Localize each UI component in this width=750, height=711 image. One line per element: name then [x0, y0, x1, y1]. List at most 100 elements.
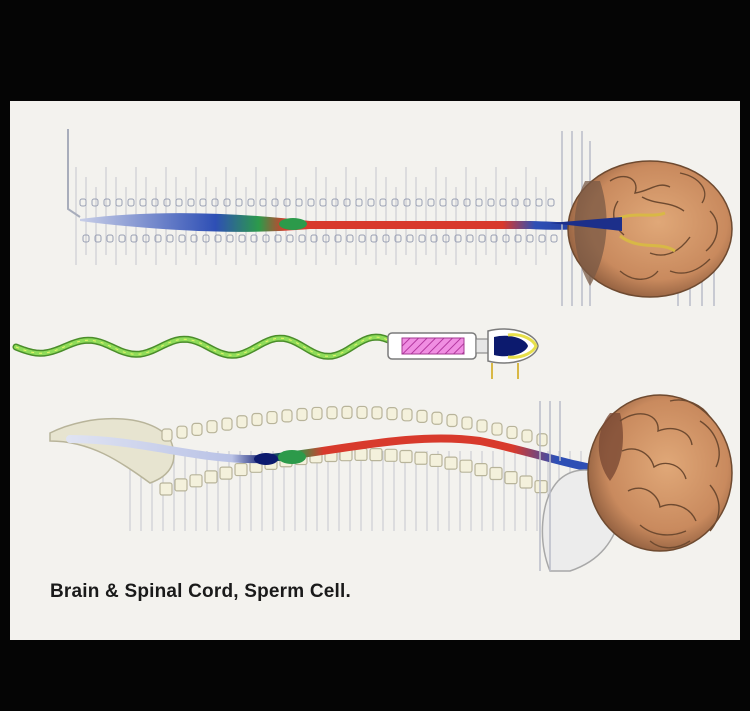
vertebra-dot	[166, 234, 174, 243]
vertebra-dot	[235, 198, 243, 207]
vertebra-dot	[283, 198, 291, 207]
vertebral-body	[429, 453, 443, 468]
vertebra-dot	[406, 234, 414, 243]
vertebra-dot	[286, 234, 294, 243]
vertebra-dot	[367, 198, 375, 207]
spinous-process	[401, 408, 413, 422]
side-sacrum	[49, 418, 175, 484]
side-spinous-processes	[161, 405, 548, 447]
vertebra-dot	[538, 234, 546, 243]
vertebra-dot	[106, 234, 114, 243]
vertebral-body	[504, 471, 518, 485]
top-spinal-cord	[80, 213, 622, 232]
spinous-process	[431, 411, 443, 425]
spinous-process	[266, 410, 278, 425]
gyrus	[609, 175, 671, 194]
sperm-acrosome	[507, 333, 538, 359]
spinous-process	[191, 422, 203, 436]
vertebra-dot	[331, 198, 339, 207]
vertebra-dot	[427, 198, 435, 207]
vertebra-dot	[274, 234, 282, 243]
vertebra-dot	[379, 198, 387, 207]
gyrus	[639, 524, 687, 536]
figure-caption: Brain & Spinal Cord, Sperm Cell.	[50, 581, 351, 602]
vertebra-dot	[511, 198, 519, 207]
vertebra-dot	[463, 198, 471, 207]
vertebra-dot	[115, 198, 123, 207]
sperm-midpiece	[401, 337, 465, 355]
brain-and-spinal-cord-side-view	[49, 394, 733, 572]
sperm-tail-core	[15, 336, 389, 357]
vertebra-dot	[259, 198, 267, 207]
vertebra-dot	[346, 234, 354, 243]
top-brain	[567, 160, 733, 298]
spinous-process	[341, 405, 353, 420]
vertebra-dot	[238, 234, 246, 243]
vertebra-dot	[418, 234, 426, 243]
vertebra-dot	[499, 198, 507, 207]
vertebra-dot	[142, 234, 150, 243]
vertebra-dot	[226, 234, 234, 243]
vertebra-dot	[295, 198, 303, 207]
vertebra-dot	[298, 234, 306, 243]
spinous-process	[326, 406, 338, 420]
vertebra-dot	[487, 198, 495, 207]
spinous-process	[521, 429, 533, 443]
vertebral-body	[369, 448, 383, 462]
sperm-nucleus	[494, 335, 528, 357]
vertebral-body	[234, 462, 248, 477]
vertebra-dot	[391, 198, 399, 207]
side-cord-dark-segment	[254, 453, 278, 465]
vertebra-dot	[535, 198, 543, 207]
sperm-cell	[12, 328, 539, 379]
gyrus	[679, 172, 706, 204]
vertebra-dot	[451, 198, 459, 207]
gyrus	[621, 448, 687, 480]
spinous-process	[476, 419, 488, 433]
vertebra-dot	[355, 198, 363, 207]
side-brain-cerebellum-shadow	[598, 413, 623, 481]
top-brainstem-shadow	[574, 181, 607, 286]
vertebra-dot	[475, 198, 483, 207]
vertebra-dot	[430, 234, 438, 243]
sperm-tail-outline	[12, 333, 392, 360]
vertebra-dot	[271, 198, 279, 207]
vertebra-dot	[151, 198, 159, 207]
vertebra-dot	[394, 234, 402, 243]
top-brainstem-blue	[550, 217, 622, 231]
side-vertebral-bodies	[159, 447, 548, 496]
spinous-process	[236, 415, 248, 429]
vertebral-body	[189, 474, 203, 488]
vertebral-body	[219, 466, 233, 480]
vertebral-body	[459, 459, 473, 473]
gyrus	[709, 484, 720, 532]
vertebra-dot	[334, 234, 342, 243]
vertebra-dot	[439, 198, 447, 207]
gyrus	[649, 236, 691, 256]
spinous-process	[536, 433, 548, 447]
vertebra-dot	[214, 234, 222, 243]
vertebra-dot	[202, 234, 210, 243]
top-brain-gyri	[609, 172, 718, 280]
spinous-process	[161, 428, 173, 442]
vertebra-dot	[175, 198, 183, 207]
vertebra-dot	[262, 234, 270, 243]
vertebra-dot	[358, 234, 366, 243]
vertebra-dot	[139, 198, 147, 207]
top-cord-end-bracket	[67, 129, 81, 218]
vertebra-dot	[454, 234, 462, 243]
spinous-process	[281, 409, 293, 423]
spinous-process	[206, 420, 218, 434]
illustration-panel: Brain & Spinal Cord, Sperm Cell.	[10, 101, 740, 640]
vertebra-dot	[382, 234, 390, 243]
vertebra-dot	[526, 234, 534, 243]
vertebral-body	[444, 456, 458, 470]
vertebral-body	[159, 482, 173, 496]
vertebra-dot	[370, 234, 378, 243]
vertebra-dot	[550, 234, 558, 243]
vertebra-dot	[79, 198, 87, 207]
vertebra-dot	[322, 234, 330, 243]
vertebra-dot	[442, 234, 450, 243]
vertebra-dot	[307, 198, 315, 207]
vertebra-dot	[130, 234, 138, 243]
